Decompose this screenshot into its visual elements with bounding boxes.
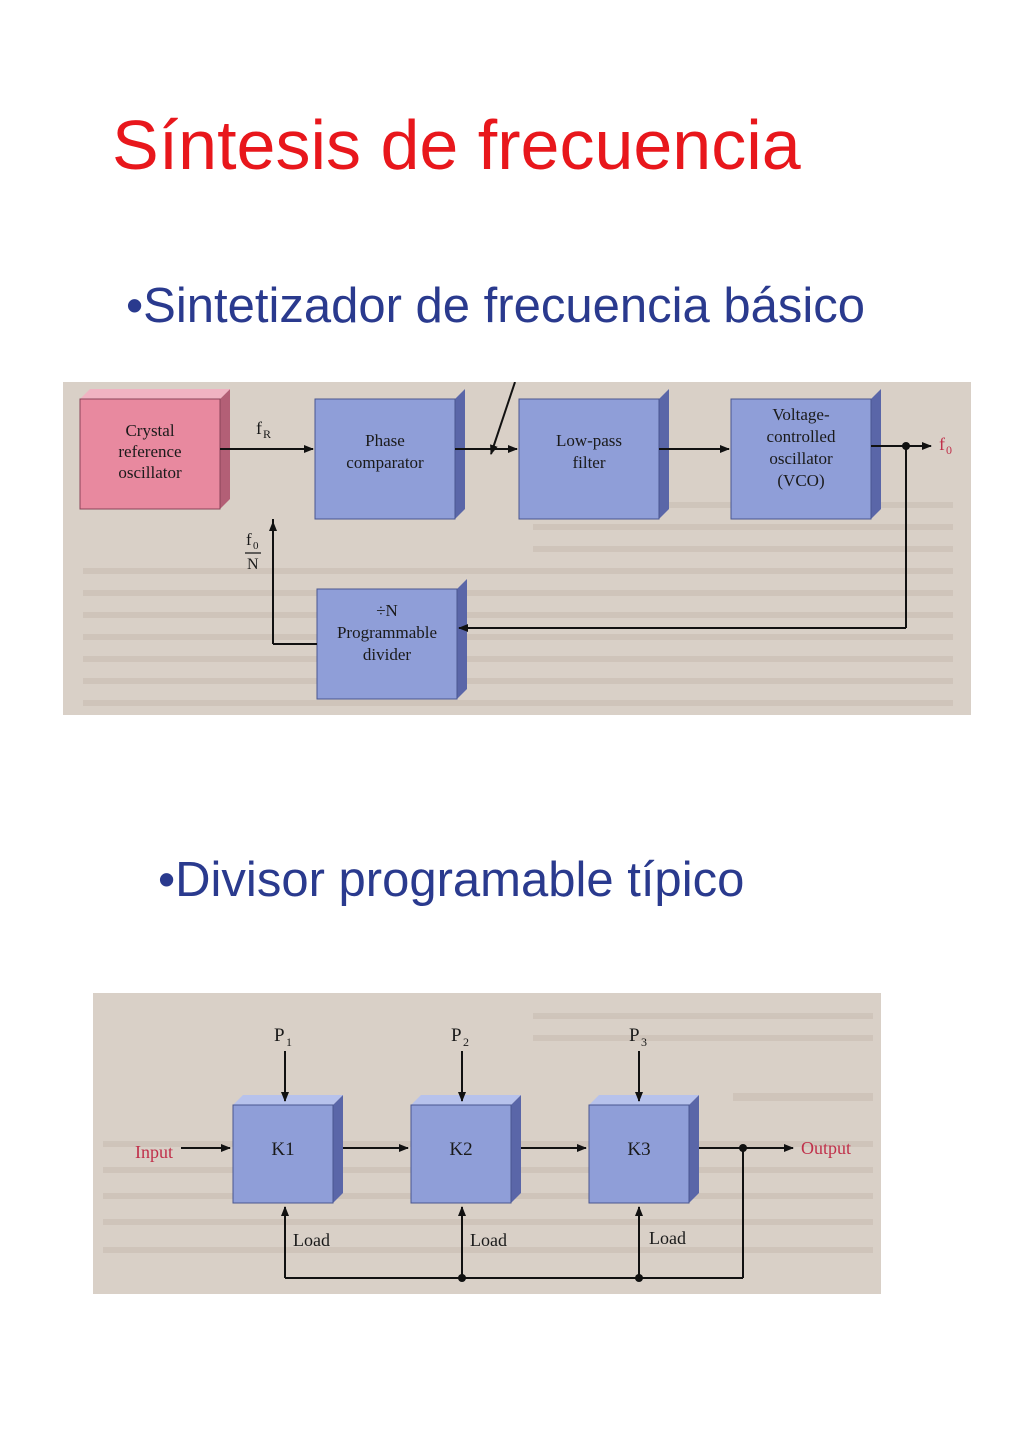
lpf-label-2: filter [572,453,605,472]
programmable-divider-block: ÷N Programmable divider [316,579,467,700]
svg-text:1: 1 [286,1035,292,1049]
svg-text:3: 3 [641,1035,647,1049]
bullet-divider: •Divisor programable típico [158,853,745,907]
svg-text:0: 0 [946,443,952,457]
fr-label: f R [256,418,271,441]
output-junction-dot-2 [739,1144,747,1152]
crystal-label-2: reference [118,442,181,461]
background-text [83,502,953,706]
vco-label-2: controlled [767,427,836,446]
output-junction-dot [902,442,910,450]
divider-label-1: ÷N [376,601,398,620]
slide-title: Síntesis de frecuencia [112,106,801,184]
synthesizer-diagram-svg: Crystal reference oscillator Phase compa… [79,382,953,706]
divider-signal-paths [181,1144,794,1279]
svg-text:2: 2 [463,1035,469,1049]
p1-input: P 1 [274,1025,292,1102]
crystal-label-1: Crystal [125,421,174,440]
f0-output-label: f 0 [939,434,952,457]
svg-text:f: f [256,418,262,438]
k3-block: K3 [588,1095,699,1204]
k2-label: K2 [449,1139,472,1160]
load-junction-dot-1 [458,1274,466,1282]
svg-text:P: P [629,1025,640,1046]
phase-comparator-block: Phase comparator [314,389,465,520]
low-pass-filter-block: Low-pass filter [518,389,669,520]
programmable-divider-diagram: K1 K2 K3 P 1 P 2 P 3 [93,993,881,1294]
vco-block: Voltage- controlled oscillator (VCO) [730,389,881,520]
load-label-k3: Load [649,1228,686,1248]
k3-label: K3 [627,1139,650,1160]
svg-text:R: R [263,427,271,441]
feedback-fraction-label: f 0 N [245,530,261,573]
svg-text:P: P [451,1025,462,1046]
bullet-synthesizer: •Sintetizador de frecuencia básico [126,279,865,333]
divider-label-2: Programmable [337,623,437,642]
signal-paths [220,382,932,645]
k1-block: K1 [232,1095,343,1204]
svg-text:f: f [939,434,945,454]
phase-label-2: comparator [346,453,424,472]
vco-label-1: Voltage- [772,405,830,424]
load-label-k1: Load [293,1230,330,1250]
divider-diagram-svg: K1 K2 K3 P 1 P 2 P 3 [103,1013,873,1282]
lpf-label-1: Low-pass [556,431,622,450]
load-label-k2: Load [470,1230,507,1250]
phase-label-1: Phase [365,431,405,450]
k1-label: K1 [271,1139,294,1160]
p2-input: P 2 [451,1025,469,1102]
k2-block: K2 [410,1095,521,1204]
svg-text:N: N [247,556,259,573]
crystal-oscillator-block: Crystal reference oscillator [79,389,230,510]
svg-text:P: P [274,1025,285,1046]
synthesizer-diagram: Crystal reference oscillator Phase compa… [63,382,971,715]
vco-label-3: oscillator [769,449,833,468]
crystal-label-3: oscillator [118,463,182,482]
input-label: Input [135,1142,173,1162]
svg-text:0: 0 [253,540,259,552]
p3-input: P 3 [629,1025,647,1102]
svg-text:f: f [246,530,252,549]
load-junction-dot-2 [635,1274,643,1282]
vco-label-4: (VCO) [777,471,824,490]
output-label: Output [801,1138,851,1158]
divider-label-3: divider [363,645,411,664]
